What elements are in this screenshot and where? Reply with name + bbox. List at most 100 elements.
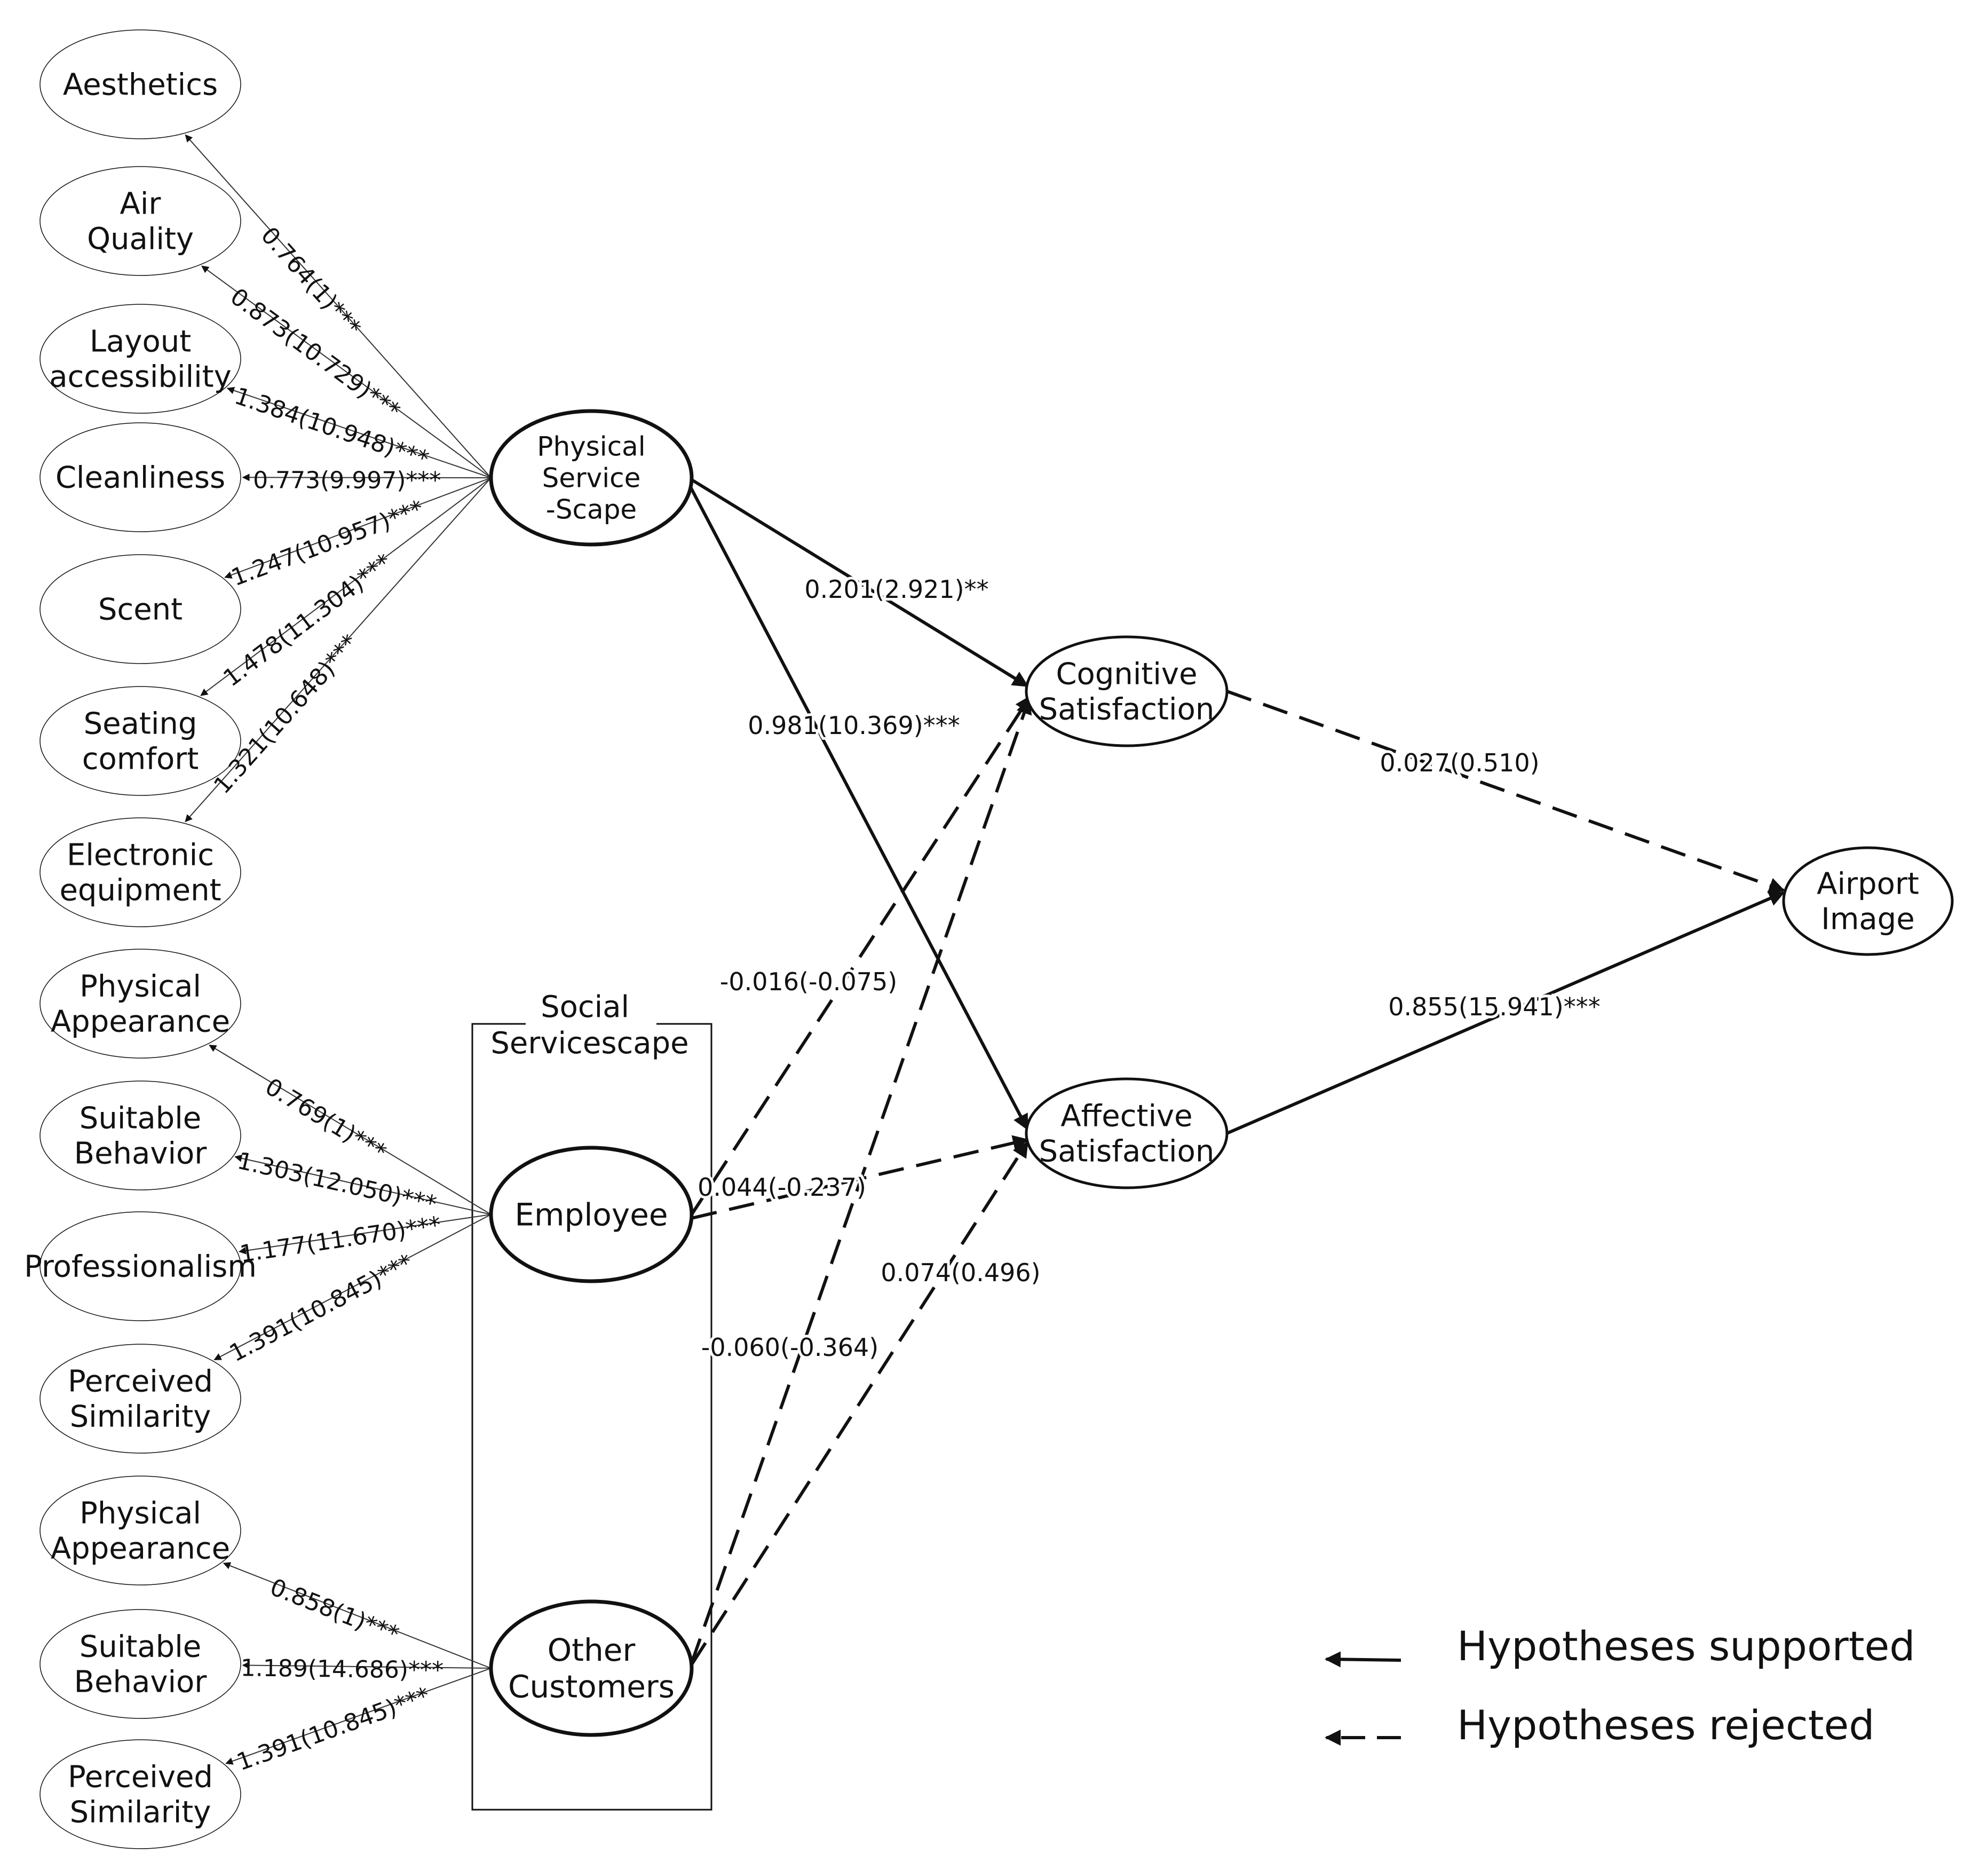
node-label-line: Affective (1060, 1099, 1192, 1134)
node-ellipse (39, 1344, 241, 1454)
loading-edge (209, 1044, 492, 1215)
node-label-line: Layout (90, 325, 191, 359)
node-label-line: Appearance (51, 1005, 230, 1039)
node-label-line: comfort (82, 742, 199, 777)
node-label-line: accessibility (49, 360, 232, 395)
loading-label: 1.177(11.670)*** (238, 1211, 443, 1268)
loading-label: 1.391(10.845)*** (233, 1682, 433, 1777)
node-label: Professionalism (24, 1250, 257, 1284)
node-ellipse (39, 1211, 241, 1321)
node-ellipse (489, 1146, 694, 1283)
node-label-line: Perceived (68, 1364, 213, 1399)
node-label-line: Electronic (67, 838, 214, 873)
loading-labels-layer: 0.764(1)***0.873(10.729)***1.384(10.948)… (209, 222, 444, 1777)
node-label-line: Physical (537, 431, 645, 462)
path-edge-emp-cog (690, 695, 1032, 1216)
loading-label: 1.189(14.686)*** (240, 1654, 443, 1684)
node-label-line: Appearance (51, 1532, 230, 1566)
node-label-line: Similarity (70, 1795, 211, 1830)
node-label-line: Quality (87, 222, 194, 257)
path-edge-phys-aff (687, 482, 1029, 1131)
node-label: Scent (98, 593, 183, 627)
loading-edge (225, 1668, 492, 1765)
node-label-line: Perceived (68, 1760, 213, 1795)
node-ellipse (1025, 635, 1229, 747)
path-edge-phys-cog (687, 476, 1029, 688)
node-ellipse (39, 166, 241, 276)
node-ellipse (39, 686, 241, 796)
path-edge-cust-aff (690, 1141, 1029, 1666)
node-label-line: Other (548, 1632, 636, 1668)
group-label-line: Servicescape (490, 1026, 688, 1061)
loading-label: 0.773(9.997)*** (253, 467, 441, 494)
node-ellipse (39, 1739, 241, 1849)
legend-supported-line (1325, 1651, 1401, 1668)
loading-edge (242, 474, 492, 482)
node-label-line: Satisfaction (1039, 1134, 1215, 1169)
social-servicescape-box (471, 1023, 712, 1811)
loading-label: 1.384(10.948)*** (231, 382, 432, 474)
node-ellipse (39, 554, 241, 664)
path-edge-cust-cog (690, 698, 1032, 1663)
legend: Hypotheses supported Hypotheses rejected (1325, 1622, 1915, 1749)
loading-label: 0.769(1)*** (260, 1073, 391, 1166)
node-label: Aesthetics (63, 68, 218, 102)
node-label-line: Cleanliness (56, 461, 225, 495)
node-ellipse (39, 304, 241, 414)
node-ellipse (39, 29, 241, 139)
path-label-phys-aff: 0.981(10.369)*** (748, 711, 960, 740)
loading-label: 1.247(10.957)*** (228, 495, 427, 591)
node-professionalism: Professionalism (24, 1211, 257, 1321)
node-cleanliness: Cleanliness (39, 422, 241, 532)
node-ellipse (489, 409, 694, 547)
node-label-line: Similarity (70, 1400, 211, 1434)
node-label-line: Cognitive (1056, 657, 1197, 692)
node-label-line: Service (542, 463, 641, 494)
node-ellipse (39, 949, 241, 1059)
node-label-line: Airport (1817, 867, 1919, 902)
node-label-line: -Scape (546, 494, 637, 525)
node-label-line: Air (120, 187, 162, 222)
legend-supported-label: Hypotheses supported (1457, 1622, 1915, 1670)
node-ellipse (1782, 846, 1954, 956)
edges-layer (185, 134, 1785, 1765)
path-label-cust-cog: -0.060(-0.364) (701, 1333, 878, 1362)
node-label-line: Professionalism (24, 1250, 257, 1284)
node-ellipse (39, 422, 241, 532)
group-label-line: Social (541, 990, 629, 1024)
node-label-line: equipment (59, 873, 221, 908)
loading-edge (213, 1214, 492, 1361)
loading-edge (234, 1154, 492, 1215)
path-labels-layer: 0.201(2.921)**0.981(10.369)***-0.016(-0.… (695, 572, 1603, 1364)
node-ellipse (39, 1080, 241, 1190)
node-label-line: Physical (80, 1496, 201, 1531)
node-label-line: Behavior (74, 1137, 208, 1171)
node-label-line: Behavior (74, 1665, 208, 1700)
node-ellipse (489, 1599, 694, 1737)
node-label: Employee (514, 1196, 668, 1233)
path-edge-aff-img (1226, 890, 1785, 1135)
